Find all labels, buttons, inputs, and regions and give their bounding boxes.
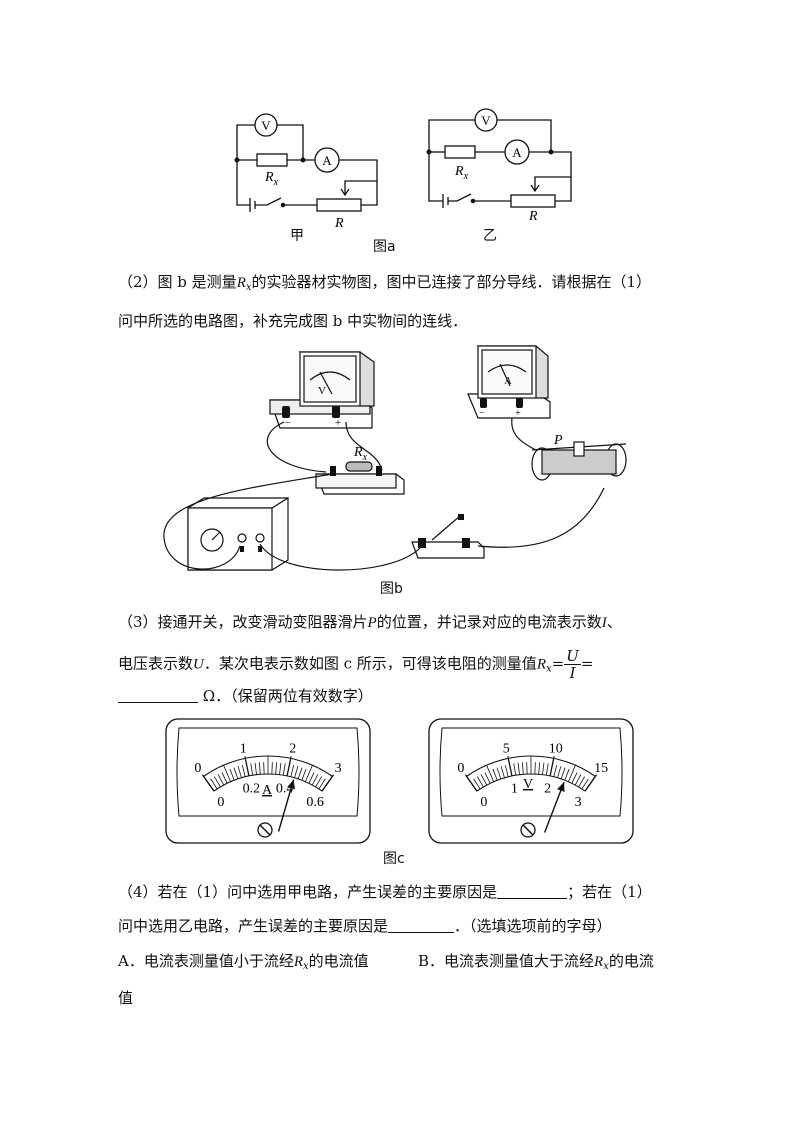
q4-option-b: B．电流表测量值大于流经Rx的电流 <box>418 952 654 972</box>
b-voltmeter-minus: − <box>285 417 291 429</box>
voltmeter-outer-label: 10 <box>549 742 563 757</box>
ammeter-inner-label: 0 <box>217 795 224 810</box>
q4-option-b-cont: 值 <box>118 989 134 1007</box>
b-p-label: P <box>553 433 563 448</box>
q4-line1: （4）若在（1）问中选用甲电路，产生误差的主要原因是；若在（1） <box>118 882 652 901</box>
r-label-right: R <box>528 209 538 224</box>
q4-blank-1[interactable] <box>497 882 568 899</box>
b-ammeter-symbol: A <box>504 376 512 387</box>
b-ammeter-plus: + <box>515 408 521 419</box>
q4-option-a: A．电流表测量值小于流经Rx的电流值 <box>118 952 369 972</box>
ammeter-outer-label: 2 <box>289 742 296 757</box>
voltmeter-inner-label: 1 <box>511 782 518 797</box>
ammeter-pointer-head <box>287 779 295 790</box>
figure-a-left-label: 甲 <box>290 228 304 244</box>
voltmeter-symbol-left: V <box>261 118 271 133</box>
q2-line1: （2）图 b 是测量Rx的实验器材实物图，图中已连接了部分导线．请根据在（1） <box>118 273 652 293</box>
voltmeter-symbol-right: V <box>481 113 491 128</box>
voltmeter-pointer-head <box>557 782 565 792</box>
ammeter-outer-label: 0 <box>194 761 201 776</box>
figure-c-caption: 图c <box>383 851 405 867</box>
voltmeter-outer-label: 15 <box>594 761 608 776</box>
q3-answer-blank[interactable] <box>118 686 198 703</box>
b-voltmeter-plus: + <box>335 417 341 429</box>
voltmeter-outer-label: 0 <box>457 761 464 776</box>
voltmeter-inner-label: 0 <box>480 795 487 810</box>
rx-label-left: Rx <box>264 170 279 188</box>
q3-line1: （3）接通开关，改变滑动变阻器滑片P的位置，并记录对应的电流表示数I、 <box>118 613 622 631</box>
voltmeter-inner-label: 2 <box>544 782 551 797</box>
r-label-left: R <box>334 216 344 231</box>
figure-a: V A V A Rx Rx R R <box>234 108 572 231</box>
q4-line2: 问中选用乙电路，产生误差的主要原因是．（选填选项前的字母） <box>118 916 612 935</box>
ammeter-outer-label: 3 <box>335 761 342 776</box>
figure-b: V A − + − + P Rx <box>163 345 627 571</box>
ammeter-symbol: A <box>262 783 273 798</box>
q4-blank-2[interactable] <box>388 916 455 933</box>
q3-line3: Ω．（保留两位有效数字） <box>118 686 373 706</box>
ammeter-pointer <box>277 779 295 832</box>
ammeter-inner-label: 0.2 <box>243 782 261 797</box>
ammeter-symbol-right: A <box>512 145 522 160</box>
voltmeter-dial: 0 5 10 15 0 1 2 3 V <box>428 718 634 844</box>
ammeter-inner-label: 0.6 <box>306 795 324 810</box>
b-voltmeter-symbol: V <box>318 385 326 397</box>
voltmeter-symbol: V <box>523 777 533 792</box>
voltmeter-outer-label: 5 <box>503 742 510 757</box>
b-ammeter-minus: − <box>479 408 485 419</box>
ammeter-outer-label: 1 <box>240 742 247 757</box>
b-rx-label: Rx <box>353 445 368 463</box>
figure-a-caption: 图a <box>373 239 396 255</box>
ammeter-symbol-left: A <box>322 153 332 168</box>
rx-label-right: Rx <box>454 164 469 182</box>
figure-a-right-label: 乙 <box>483 228 497 244</box>
q2-line2: 问中所选的电路图，补充完成图 b 中实物间的连线． <box>118 312 468 330</box>
voltmeter-inner-label: 3 <box>575 795 582 810</box>
figure-b-caption: 图b <box>380 581 403 597</box>
